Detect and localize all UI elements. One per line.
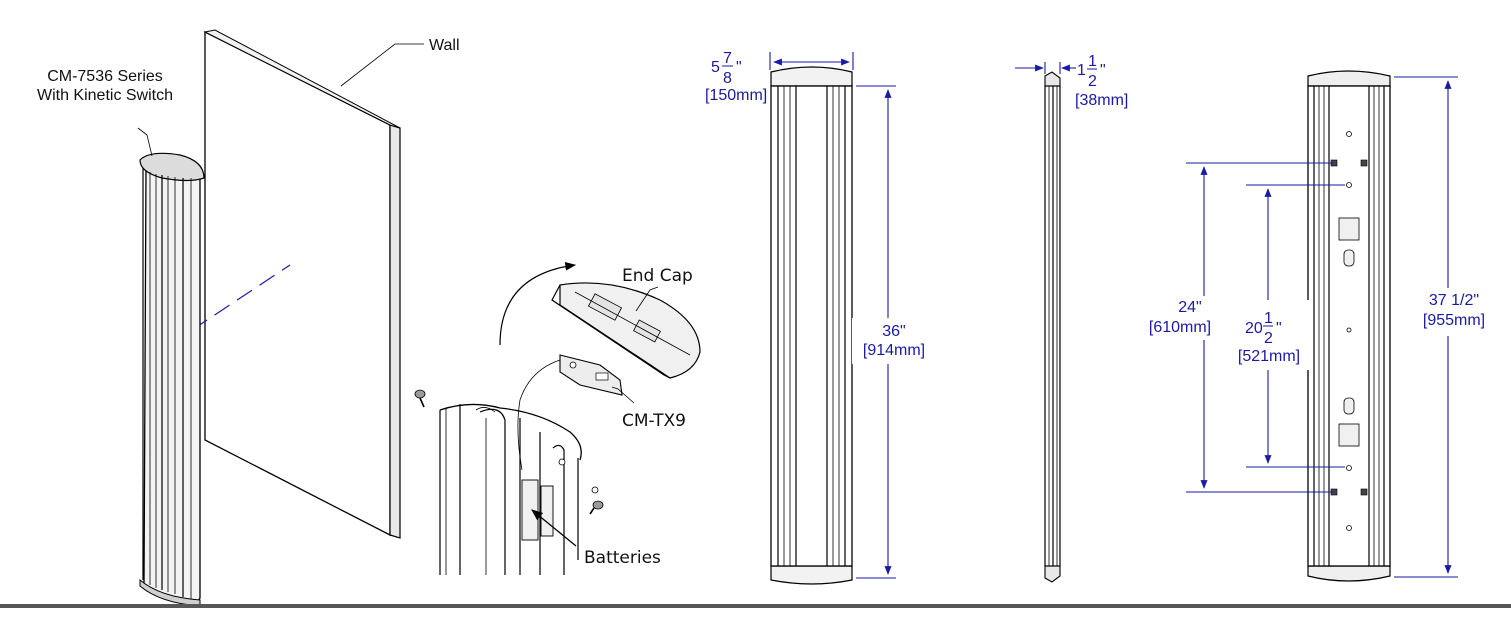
series-label-line2: With Kinetic Switch bbox=[37, 87, 173, 104]
width-inches-unit: " bbox=[736, 59, 742, 76]
rotation-arrow bbox=[499, 262, 577, 346]
height-mm: [914mm] bbox=[863, 342, 925, 359]
end-cap-leader bbox=[635, 286, 659, 312]
series-label-line1: CM-7536 Series bbox=[47, 68, 163, 85]
mount-inner-inches-numerator: 1 bbox=[1264, 310, 1273, 327]
mounting-holes bbox=[1330, 131, 1368, 531]
overall-inches: 37 1/2" bbox=[1429, 292, 1479, 309]
wall-label: Wall bbox=[429, 37, 460, 54]
width-inches-whole: 5 bbox=[711, 59, 720, 76]
depth-inches-denominator: 2 bbox=[1088, 73, 1097, 90]
batteries-arrow bbox=[531, 509, 577, 547]
mount-outer-mm: [610mm] bbox=[1149, 319, 1211, 336]
speaker-column-perspective bbox=[139, 152, 205, 607]
width-inches-denominator: 8 bbox=[723, 70, 732, 87]
series-leader bbox=[137, 127, 153, 157]
width-mm: [150mm] bbox=[705, 87, 767, 104]
front-view: 5 7 8 " [150mm] 36" [914mm] bbox=[705, 50, 936, 585]
transmitter-leader bbox=[611, 386, 635, 404]
mount-inner-mm: [521mm] bbox=[1238, 348, 1300, 365]
side-view: 1 1 2 " [38mm] bbox=[1015, 53, 1128, 583]
mount-inner-inches-whole: 20 bbox=[1245, 320, 1263, 337]
mount-inner-inches-denominator: 2 bbox=[1264, 330, 1273, 347]
mount-outer-inches: 24" bbox=[1178, 299, 1201, 316]
open-column-body bbox=[439, 403, 599, 575]
screw-upper bbox=[414, 389, 426, 408]
transmitter-wire bbox=[517, 359, 561, 471]
depth-inches-numerator: 1 bbox=[1088, 53, 1097, 70]
assembly-view: CM-7536 Series With Kinetic Switch Wall … bbox=[37, 29, 701, 607]
depth-inches-whole: 1 bbox=[1077, 62, 1086, 79]
mounting-axis bbox=[191, 264, 291, 331]
batteries-label: Batteries bbox=[584, 548, 661, 568]
depth-mm: [38mm] bbox=[1075, 92, 1128, 109]
transmitter-label: CM-TX9 bbox=[622, 411, 686, 431]
height-inches: 36" bbox=[882, 323, 905, 340]
wall-panel bbox=[203, 29, 401, 539]
screw-lower bbox=[589, 500, 604, 515]
wall-leader bbox=[340, 43, 424, 87]
transmitter-module bbox=[559, 354, 623, 396]
end-cap-label: End Cap bbox=[622, 266, 693, 286]
overall-mm: [955mm] bbox=[1423, 312, 1485, 329]
mount-inner-inches-unit: " bbox=[1276, 320, 1282, 337]
width-inches-numerator: 7 bbox=[723, 50, 732, 67]
footer-divider bbox=[0, 604, 1511, 608]
end-cap bbox=[551, 282, 701, 379]
depth-inches-unit: " bbox=[1100, 62, 1106, 79]
rear-view: 24" [610mm] 20 1 2 " [521mm] 37 1/2" [95… bbox=[1140, 70, 1498, 582]
